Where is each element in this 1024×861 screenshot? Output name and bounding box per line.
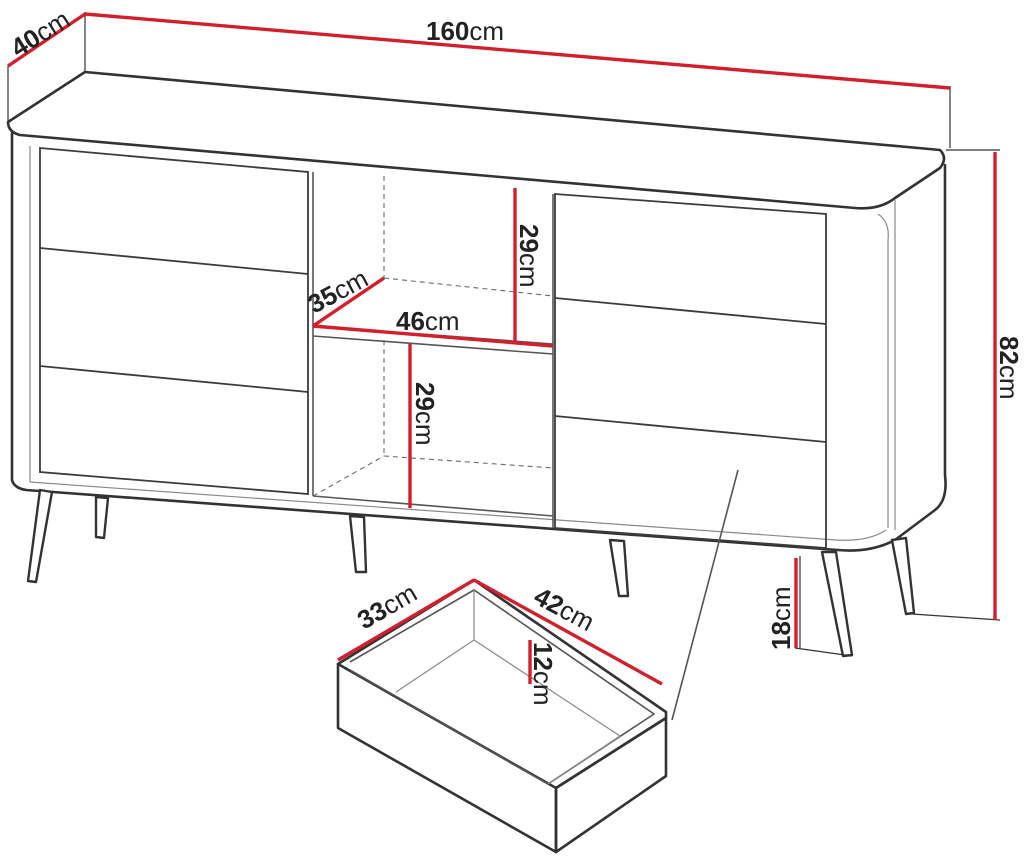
left-front-frame xyxy=(39,147,309,495)
dim-line-shelf-depth xyxy=(312,276,385,328)
dim-line-width xyxy=(84,12,951,90)
compartment-bottom xyxy=(312,495,554,517)
back-diag-lower xyxy=(312,455,385,497)
dim-line-shelf-width xyxy=(312,324,554,348)
dim-line-drawer-depth xyxy=(337,578,475,662)
label-leg-height: 18cm xyxy=(766,586,796,650)
sideboard-carcass xyxy=(10,131,947,552)
dim-line-drawer-width xyxy=(473,578,663,686)
label-height: 82cm xyxy=(994,336,1024,400)
leg-front-right xyxy=(820,550,854,658)
label-upper-shelf-height: 29cm xyxy=(514,224,544,288)
dimension-lines xyxy=(7,12,997,686)
drawer-pointer-line xyxy=(671,469,739,721)
leg-front-mid xyxy=(348,514,368,574)
left-drawer-fronts xyxy=(39,147,309,495)
dim-line-depth xyxy=(7,12,86,68)
leg-rear-right xyxy=(890,536,916,616)
extension-lines xyxy=(7,12,1001,657)
dimension-labels: 160cm 40cm 82cm 18cm 29cm 29cm 35cm 46cm… xyxy=(5,4,1024,706)
carcass-bottom-edge xyxy=(29,481,887,541)
right-front-divider-2 xyxy=(554,415,827,443)
back-edge-lower xyxy=(383,455,554,469)
drawer-rim-inner xyxy=(349,589,656,785)
right-front-divider-1 xyxy=(554,297,827,325)
right-drawer-fronts xyxy=(554,193,827,549)
sideboard-body xyxy=(6,70,947,552)
right-front-frame xyxy=(554,193,827,549)
leg-rear-mid xyxy=(608,538,630,598)
back-edge-upper xyxy=(383,277,554,297)
legs xyxy=(26,488,916,658)
carcass-inner-edge-right xyxy=(877,213,889,528)
label-shelf-width: 46cm xyxy=(396,306,460,336)
drawer-floor xyxy=(395,639,622,785)
label-drawer-height: 12cm xyxy=(528,642,558,706)
label-lower-shelf-height: 29cm xyxy=(410,382,440,446)
left-front-divider-1 xyxy=(39,247,309,275)
left-front-divider-2 xyxy=(39,365,309,393)
label-depth: 40cm xyxy=(5,4,75,63)
ext-leg-bottom xyxy=(794,647,853,657)
leg-rear-left xyxy=(94,495,110,540)
label-width: 160cm xyxy=(426,16,504,46)
sideboard-top xyxy=(6,70,946,210)
leg-front-left xyxy=(26,488,54,584)
drawer-front-panel xyxy=(336,662,558,854)
ext-height-bottom xyxy=(911,613,1001,621)
middle-shelf-front-bottom xyxy=(312,335,554,355)
drawer-side-panel xyxy=(554,716,668,854)
